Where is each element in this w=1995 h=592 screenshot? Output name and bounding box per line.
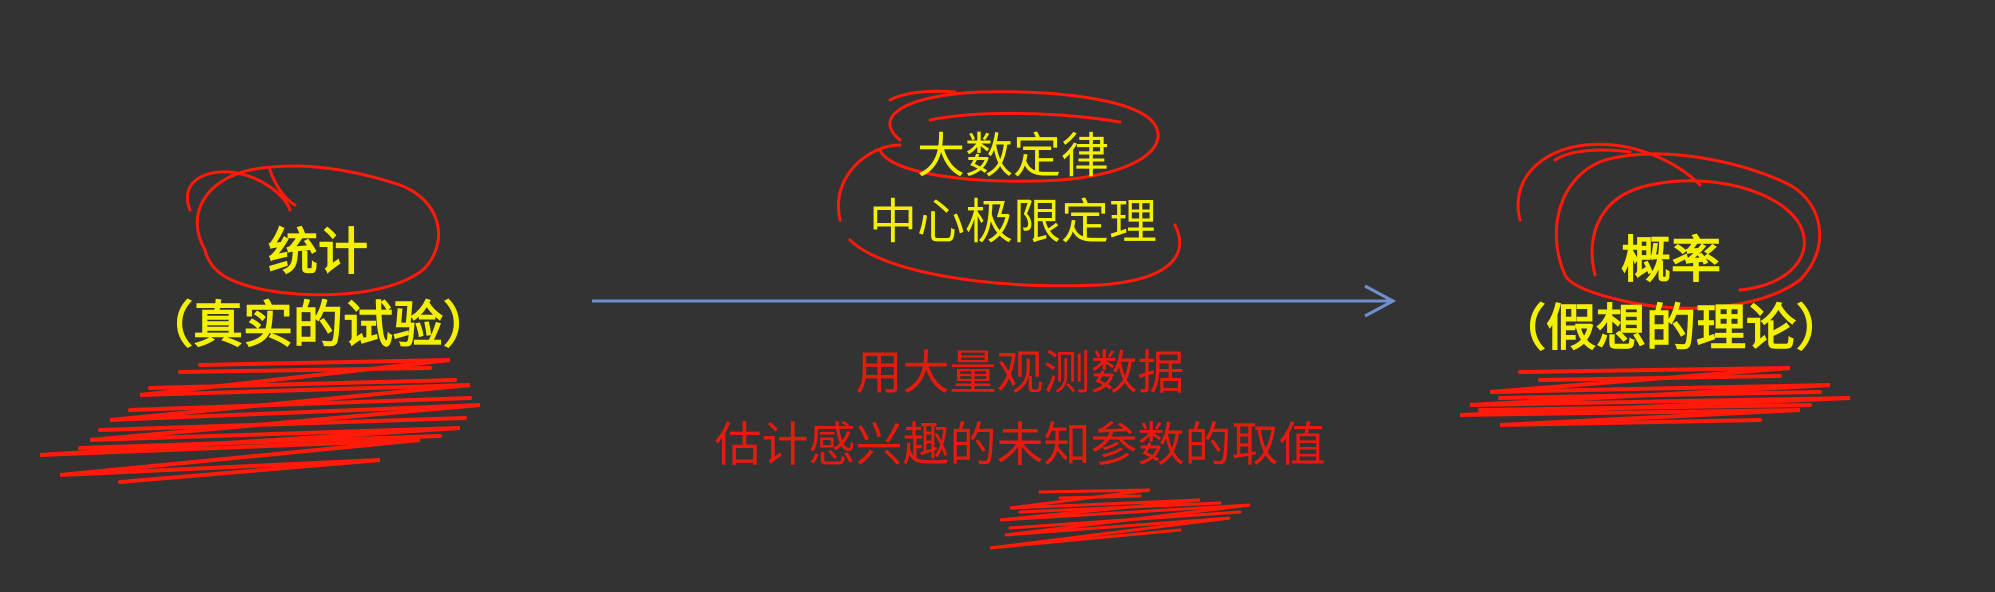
law-of-large-numbers-label: 大数定律	[916, 128, 1110, 184]
arrow-head	[1364, 284, 1397, 318]
arrow	[592, 284, 1397, 318]
ink-scribble-left	[39, 358, 481, 484]
central-limit-theorem-label: 中心极限定理	[868, 194, 1158, 250]
estimation-description-line1: 用大量观测数据	[855, 346, 1185, 401]
probability-title: 概率	[1621, 231, 1721, 289]
estimation-description-line2: 估计感兴趣的未知参数的取值	[714, 418, 1326, 473]
probability-subtitle: （假想的理论）	[1496, 299, 1846, 357]
ink-scribble-right	[1459, 366, 1851, 427]
statistics-subtitle: （真实的试验）	[143, 296, 493, 354]
statistics-title: 统计	[268, 223, 368, 281]
ink-circle-middle	[837, 89, 1182, 288]
ink-scribble-bottom	[989, 488, 1251, 550]
